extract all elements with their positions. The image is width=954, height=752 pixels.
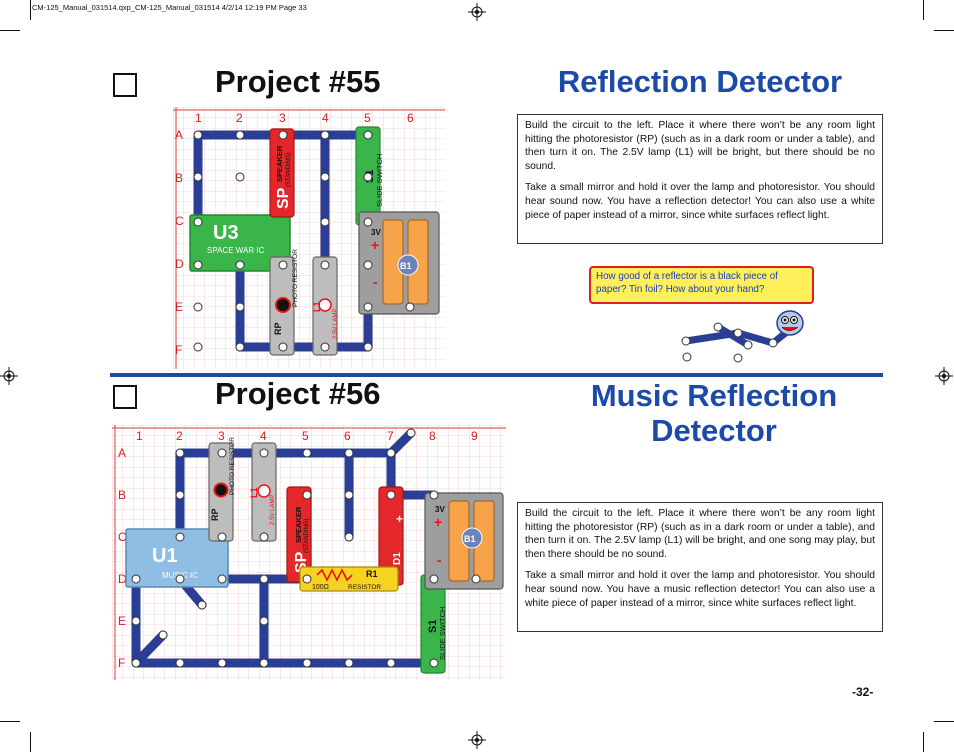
registration-mark-icon — [935, 367, 953, 385]
grid-col-label: 3 — [279, 111, 286, 125]
b1-part-name: B1 — [400, 261, 412, 271]
crop-mark — [30, 0, 31, 20]
s1-part-label: SLIDE SWITCH — [375, 154, 384, 207]
page-number: -32- — [852, 685, 874, 699]
file-slug: CM-125_Manual_031514.qxp_CM-125_Manual_0… — [32, 3, 307, 12]
project-56-checkbox[interactable] — [113, 385, 137, 409]
r1-part-label: RESISTOR — [348, 584, 381, 591]
grid-row-label: F — [175, 343, 182, 357]
grid-row-label: C — [175, 214, 184, 228]
crop-mark — [923, 0, 924, 20]
project-55-title: Project #55 — [215, 64, 381, 99]
registration-mark-icon — [468, 3, 486, 21]
instruction-paragraph: Build the circuit to the left. Place it … — [525, 120, 875, 172]
sp-part-label: SPEAKER — [275, 145, 284, 182]
project-55-instructions: Build the circuit to the left. Place it … — [517, 114, 883, 244]
project-56-instructions: Build the circuit to the left. Place it … — [517, 502, 883, 632]
project-55-name: Reflection Detector — [557, 64, 843, 99]
grid-col-label: 2 — [236, 111, 243, 125]
b1-volt: 3V — [435, 505, 445, 514]
grid-col-label: 1 — [195, 111, 202, 125]
grid-col-label: 7 — [387, 429, 394, 443]
section-divider — [110, 373, 883, 377]
grid-col-label: 4 — [260, 429, 267, 443]
rp-part-name: RP — [210, 508, 220, 521]
grid-col-label: 5 — [302, 429, 309, 443]
grid-row-label: B — [118, 488, 126, 502]
l1-part-label: 2.5V LAMP — [333, 309, 339, 339]
b1-plus: + — [371, 237, 379, 253]
tip-speech-bubble: How good of a reflector is a black piece… — [589, 266, 814, 304]
grid-col-label: 6 — [407, 111, 414, 125]
instruction-paragraph: Take a small mirror and hold it over the… — [525, 570, 875, 609]
snap-mascot-icon — [681, 310, 804, 363]
u3-part-name: U3 — [213, 222, 239, 244]
grid-row-label: D — [118, 572, 127, 586]
rp-part-name: RP — [273, 322, 283, 335]
circuit-diagram-56: 1 2 3 4 5 6 7 8 9 A B C D E F U1 MUSIC I… — [112, 425, 506, 680]
project-56-name-line1: Music Reflection — [590, 378, 838, 413]
crop-mark — [923, 732, 924, 752]
grid-col-label: 4 — [322, 111, 329, 125]
project-56-title: Project #56 — [215, 376, 381, 411]
rp-part-label: PHOTO RESISTOR — [229, 437, 236, 495]
r1-value: 100Ω — [312, 584, 329, 591]
instruction-paragraph: Build the circuit to the left. Place it … — [525, 508, 875, 560]
grid-col-label: 9 — [471, 429, 478, 443]
grid-row-label: C — [118, 530, 127, 544]
b1-minus: - — [373, 274, 378, 290]
s1-part-name: S1 — [427, 620, 439, 633]
grid-row-label: A — [118, 446, 126, 460]
grid-col-label: 5 — [364, 111, 371, 125]
u1-part-name: U1 — [152, 545, 178, 567]
grid-col-label: 1 — [136, 429, 143, 443]
grid-row-label: E — [118, 614, 126, 628]
b1-minus: - — [437, 552, 442, 568]
grid-row-label: A — [175, 128, 183, 142]
sp-part-label: SPEAKER — [294, 506, 303, 543]
b1-volt: 3V — [371, 228, 381, 237]
registration-mark-icon — [0, 367, 18, 385]
r1-part-name: R1 — [366, 569, 378, 579]
b1-part-name: B1 — [464, 534, 476, 544]
l1-part-name: L1 — [249, 487, 259, 498]
circuit-diagram-55: 1 2 3 4 5 6 A B C D E F U3 SPACE WAR IC … — [173, 107, 445, 369]
crop-mark — [0, 30, 20, 31]
rp-part-label: PHOTO RESISTOR — [292, 249, 299, 307]
d1-part-name: D1 — [392, 552, 403, 565]
l1-part-name: L1 — [312, 301, 322, 312]
l1-part-label: 2.5V LAMP — [270, 495, 276, 525]
crop-mark — [934, 30, 954, 31]
grid-col-label: 2 — [176, 429, 183, 443]
grid-col-label: 8 — [429, 429, 436, 443]
instruction-paragraph: Take a small mirror and hold it over the… — [525, 182, 875, 221]
sp-part-sub: (STANDING) — [304, 518, 310, 553]
grid-row-label: D — [175, 257, 184, 271]
crop-mark — [934, 721, 954, 722]
grid-row-label: F — [118, 656, 125, 670]
grid-col-label: 3 — [218, 429, 225, 443]
grid-row-label: B — [175, 171, 183, 185]
d1-plus: + — [396, 512, 403, 526]
grid-row-label: E — [175, 300, 183, 314]
project-55-checkbox[interactable] — [113, 73, 137, 97]
registration-mark-icon — [468, 731, 486, 749]
sp-part-name: SP — [275, 187, 292, 209]
project-56-name-line2: Detector — [651, 413, 777, 448]
b1-plus: + — [434, 514, 442, 530]
grid-col-label: 6 — [344, 429, 351, 443]
crop-mark — [0, 721, 20, 722]
u3-part-label: SPACE WAR IC — [207, 246, 265, 255]
crop-mark — [30, 732, 31, 752]
s1-part-label: SLIDE SWITCH — [438, 607, 447, 660]
sp-part-sub: (STANDING) — [286, 152, 292, 187]
